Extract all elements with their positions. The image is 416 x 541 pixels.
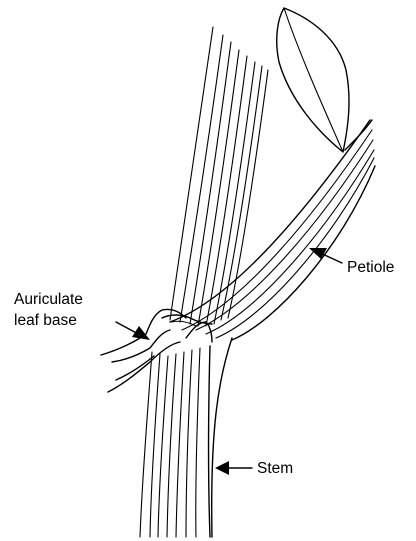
stem-upper-fibres: [170, 27, 268, 326]
petiole-label: Petiole: [347, 259, 394, 276]
auriculate-leaf-base: [101, 309, 212, 392]
petiole-annotation: Petiole: [309, 248, 394, 276]
stem-label: Stem: [257, 460, 293, 477]
petiole: [170, 120, 375, 340]
auriculate-label-line1: Auriculate: [14, 291, 83, 308]
stem-lower-fibres: [140, 338, 232, 537]
auriculate-label-line2: leaf base: [14, 312, 77, 329]
auriculate-arrowhead: [132, 326, 150, 340]
stem-arrowhead: [215, 461, 229, 475]
stem-annotation: Stem: [215, 460, 293, 477]
leaf-blade: [277, 8, 349, 152]
auriculate-annotation: Auriculate leaf base: [14, 291, 150, 340]
